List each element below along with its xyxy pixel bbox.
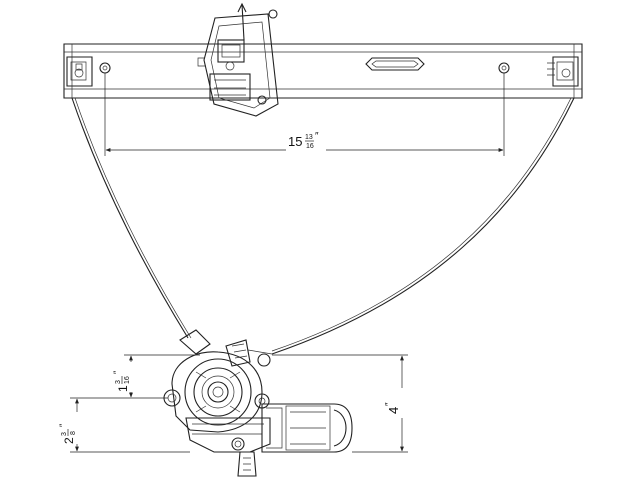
- lift-cable-left: [71, 97, 192, 339]
- motor-offset-num: 3: [115, 380, 122, 384]
- mount-height-num: 3: [61, 432, 68, 436]
- dimension-overall-height: 4 ″: [272, 354, 408, 453]
- rail-span-whole: 15: [288, 134, 302, 149]
- dimension-motor-mount-height: 2 3 8 ″: [58, 397, 190, 453]
- glass-carrier-bracket: [197, 2, 279, 117]
- lift-cable-right: [271, 97, 575, 355]
- motor-offset-unit: ″: [112, 370, 122, 374]
- motor-offset-den: 16: [124, 376, 131, 384]
- rail-span-num: 13: [305, 134, 313, 141]
- dimension-rail-span: 15 13 16 ″: [104, 73, 505, 156]
- rail-slot: [365, 57, 425, 71]
- end-clip-left: [66, 56, 93, 87]
- rail-span-unit: ″: [315, 131, 319, 142]
- rail-span-den: 16: [306, 143, 314, 150]
- mount-height-whole: 2: [62, 437, 76, 444]
- mount-height-unit: ″: [58, 423, 68, 427]
- mount-height-den: 8: [70, 431, 77, 435]
- overall-height-unit: ″: [384, 402, 395, 406]
- mount-hole-right: [498, 62, 510, 74]
- overall-height-value: 4: [386, 407, 401, 414]
- motor-offset-whole: 1: [116, 385, 130, 392]
- mount-hole-left: [99, 62, 111, 74]
- guide-rail: [63, 43, 583, 99]
- dimension-motor-offset: 1 3 16 ″: [112, 354, 200, 399]
- end-clip-right: [547, 56, 579, 87]
- motor-gearbox-assembly: [163, 329, 353, 477]
